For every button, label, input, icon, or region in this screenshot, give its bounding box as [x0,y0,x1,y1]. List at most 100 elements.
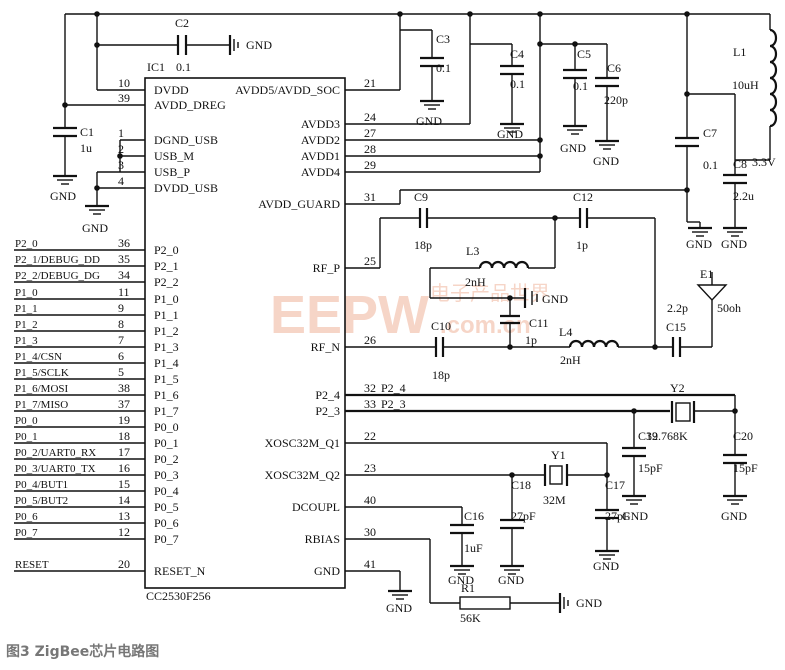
pin-number: 32 [364,381,376,395]
r1-value: 56K [460,611,481,625]
c16-ref: C16 [464,509,484,523]
pin-number: 12 [118,525,130,539]
c15-ref: C15 [666,320,686,334]
pin-name: P2_3 [315,404,340,418]
pin-name: XOSC32M_Q2 [265,468,340,482]
junction-dots [62,11,738,478]
c1-value: 1u [80,141,92,155]
pin-number: 1 [118,126,124,140]
l1-value: 10uH [732,78,759,92]
pin-name: P0_5 [154,500,179,514]
c2-ref: C2 [175,16,189,30]
c7-ref: C7 [703,126,717,140]
pin-name: RBIAS [305,532,340,546]
c10-ref: C10 [431,319,451,333]
pin-number: 34 [118,268,130,282]
net-label: P1_6/MOSI [15,383,69,395]
pin-number: 22 [364,429,376,443]
chip-ref: IC1 [147,60,165,74]
pin-number: 5 [118,365,124,379]
net-label: P1_5/SCLK [15,367,69,379]
pin-name: P2_4 [315,388,340,402]
c19-ref: C19 [638,429,658,443]
gnd-label: GND [50,189,76,203]
c17-ref: C17 [605,478,625,492]
pin-number: 27 [364,126,376,140]
pin-number: 15 [118,477,130,491]
c20-ref: C20 [733,429,753,443]
pin-number: 11 [118,285,130,299]
gnd-label: GND [416,114,442,128]
c6-ref: C6 [607,61,621,75]
net-label: P0_2/UART0_RX [15,447,96,459]
top-power-wiring [51,13,778,238]
gnd-label: GND [576,596,602,610]
gnd-label: GND [386,601,412,615]
c17-value: 27pF [605,509,630,523]
c10-value: 18p [432,368,450,382]
net-label: P1_4/CSN [15,351,62,363]
c15-value: 2.2p [667,301,688,315]
pin-name: GND [314,564,340,578]
pin-name: P2_1 [154,259,179,273]
c3-ref: C3 [436,32,450,46]
pin-name: P0_0 [154,420,179,434]
pin-name: P0_1 [154,436,179,450]
pin-number: 30 [364,525,376,539]
net-label: P0_3/UART0_TX [15,463,96,475]
pin-number: 19 [118,413,130,427]
pin-name: P2_0 [154,243,179,257]
pin-number: 8 [118,317,124,331]
pin-number: 7 [118,333,124,347]
gnd-label: GND [560,141,586,155]
pin-number: 14 [118,493,130,507]
pin-name: P1_6 [154,388,179,402]
c5-value: 0.1 [573,79,588,93]
net-label: P0_4/BUT1 [15,479,68,491]
pin-number: 36 [118,236,130,250]
watermark-brand: EEPW [270,285,429,345]
pin-name: AVDD1 [301,149,340,163]
c18-ref: C18 [511,478,531,492]
gnd-label: GND [542,292,568,306]
pin-name: P2_2 [154,275,179,289]
net-label: P2_3 [381,397,406,411]
c1-ref: C1 [80,125,94,139]
pin-name: DVDD [154,83,189,97]
pin-number: 6 [118,349,124,363]
pin-name: DGND_USB [154,133,218,147]
net-label: P2_1/DEBUG_DD [15,254,100,266]
c12-value: 1p [576,238,588,252]
y2-ref: Y2 [670,381,685,395]
pin-number: 20 [118,557,130,571]
y1-value: 32M [543,493,566,507]
gnd-label: GND [82,221,108,235]
c9-ref: C9 [414,190,428,204]
pins-right: 21AVDD5/AVDD_SOC24AVDD327AVDD228AVDD129A… [235,76,406,578]
net-label: P0_5/BUT2 [15,495,68,507]
pin-number: 31 [364,190,376,204]
c4-value: 0.1 [510,77,525,91]
pin-number: 21 [364,76,376,90]
net-label: P1_7/MISO [15,399,68,411]
gnd-label: GND [622,509,648,523]
e1-ref: E1 [700,267,713,281]
net-label: P2_4 [381,381,406,395]
pin-name: AVDD5/AVDD_SOC [235,83,340,97]
c7-value: 0.1 [703,158,718,172]
pin-name: P1_5 [154,372,179,386]
gnd-label: GND [721,509,747,523]
gnd-label: GND [448,573,474,587]
pin-name: AVDD2 [301,133,340,147]
net-label: P2_2/DEBUG_DG [15,270,100,282]
l4-ref: L4 [559,325,572,339]
c11-ref: C11 [529,316,549,330]
pin-name: P1_4 [154,356,179,370]
c9-value: 18p [414,238,432,252]
pin-number: 9 [118,301,124,315]
pin-name: RF_P [313,261,341,275]
c2-value: 0.1 [176,60,191,74]
net-label: P1_1 [15,303,38,315]
gnd-label: GND [498,573,524,587]
